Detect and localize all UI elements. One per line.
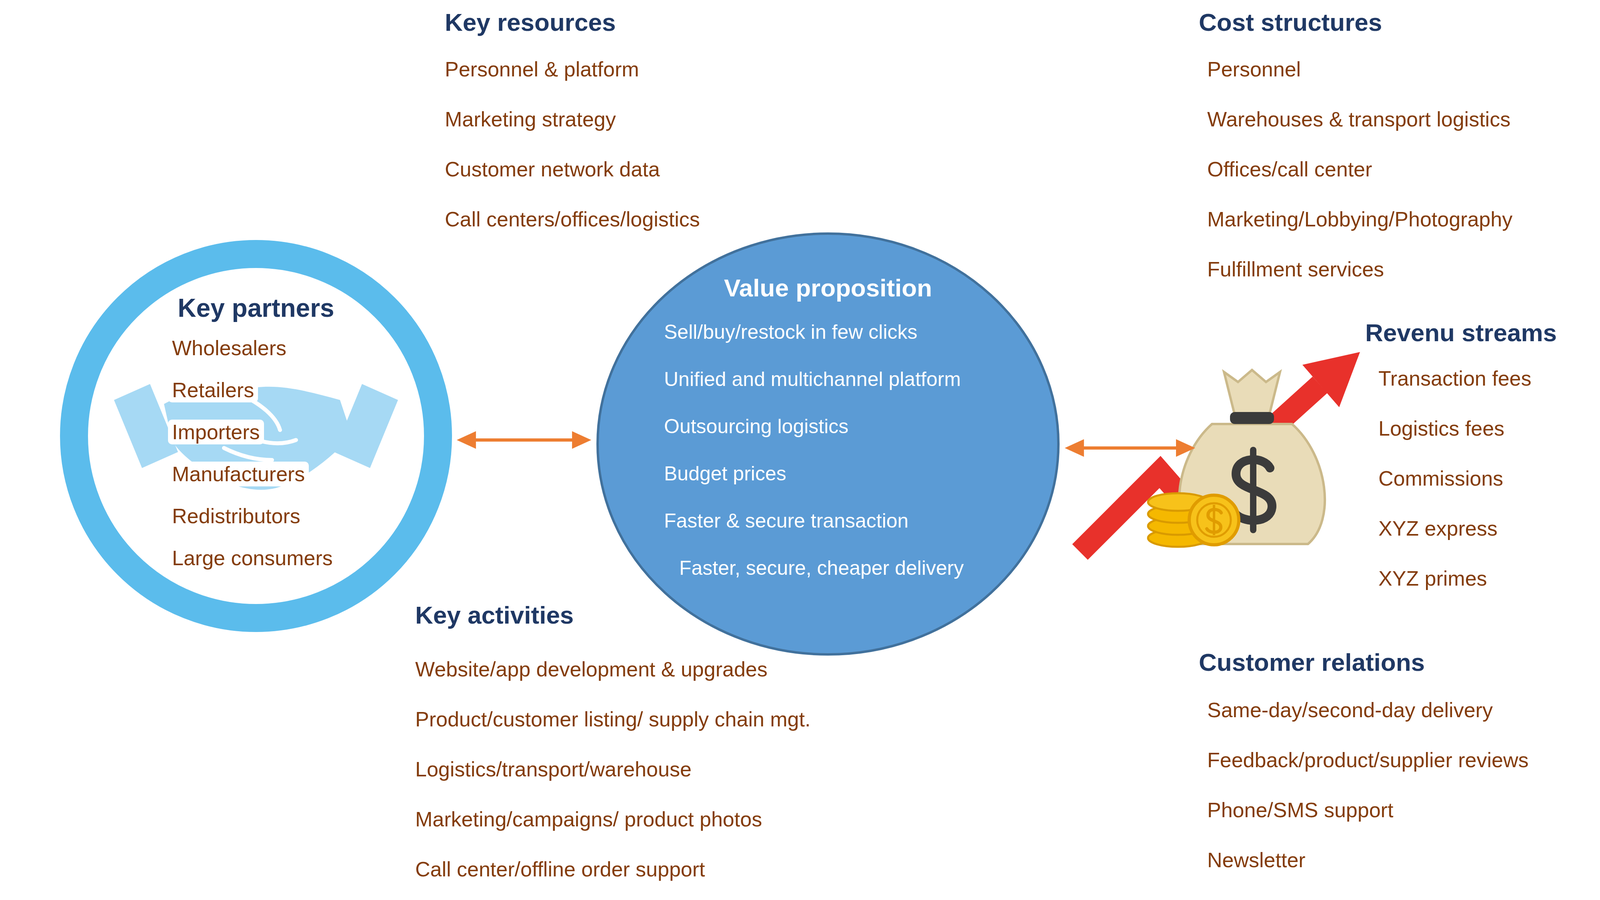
item-text: Marketing strategy [444,106,616,132]
heading-text: Revenu streams [1365,318,1557,348]
item-text: Logistics/transport/warehouse [415,756,692,782]
revenue-block: Revenu streamsTransaction feesLogistics … [1200,304,1584,600]
item-text: Marketing/Lobbying/Photography [1207,206,1513,232]
item-text: Manufacturers [168,461,309,487]
item-text: Warehouses & transport logistics [1207,106,1511,132]
item-text: Transaction fees [1378,366,1532,391]
item-text: Call center/offline order support [415,856,706,882]
item-text: Faster, secure, cheaper delivery [679,556,964,580]
item-text: Phone/SMS support [1207,797,1394,823]
value-ellipse: Value propositionSell/buy/restock in few… [596,232,1060,656]
item-text: Wholesalers [168,335,291,361]
heading-text: Key resources [444,7,616,38]
item-text: Call centers/offices/logistics [444,206,700,232]
heading-text: Value proposition [724,273,932,303]
item-text: Commissions [1378,466,1504,491]
heading-text: Cost structures [1198,7,1382,38]
item-text: Customer network data [444,156,660,182]
partners-circle: Key partnersWholesalersRetailersImporter… [60,240,452,632]
item-text: Large consumers [168,545,337,571]
item-text: Redistributors [168,503,305,529]
item-text: Personnel & platform [444,56,640,82]
item-text: Offices/call center [1207,156,1372,182]
item-text: Budget prices [664,461,787,486]
item-text: Same-day/second-day delivery [1207,697,1493,723]
item-text: XYZ primes [1378,566,1488,591]
heading-text: Key partners [177,292,334,324]
heading-text: Customer relations [1198,647,1425,678]
item-text: Logistics fees [1378,416,1505,441]
double-arrow [456,431,592,449]
item-text: Faster & secure transaction [664,508,909,533]
item-text: Feedback/product/supplier reviews [1207,747,1529,773]
item-text: Outsourcing logistics [664,414,849,439]
item-text: Personnel [1207,56,1301,82]
item-text: Importers [168,419,264,445]
node-outline [1200,304,1584,600]
item-text: Newsletter [1207,847,1306,873]
double-arrow [1064,439,1196,457]
item-text: XYZ express [1378,516,1498,541]
item-text: Product/customer listing/ supply chain m… [415,706,811,732]
item-text: Fulfillment services [1207,256,1384,282]
heading-text: Key activities [415,600,574,630]
item-text: Marketing/campaigns/ product photos [415,806,762,832]
item-text: Website/app development & upgrades [415,656,768,682]
money-bag-illustration [1080,352,1360,552]
item-text: Unified and multichannel platform [664,367,961,392]
item-text: Retailers [168,377,258,403]
item-text: Sell/buy/restock in few clicks [664,320,918,344]
